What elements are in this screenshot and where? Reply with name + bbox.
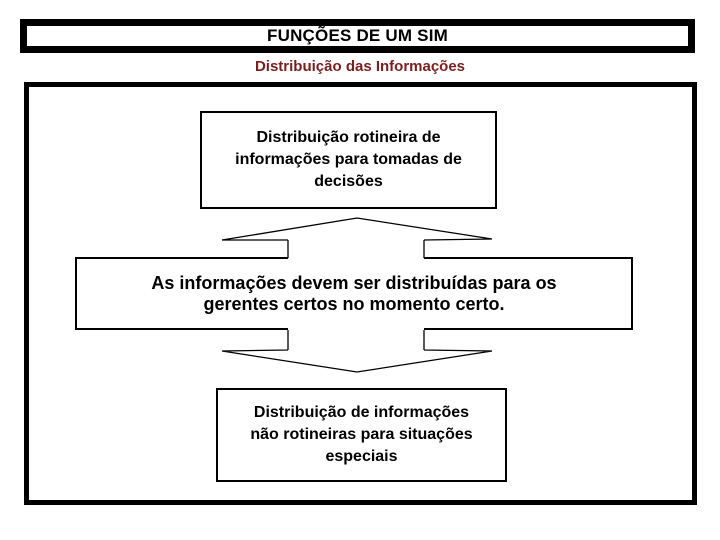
slide-subtitle: Distribuição das Informações <box>254 58 466 75</box>
bottom-box-nonroutine-distribution: Distribuição de informações não rotineir… <box>216 388 507 482</box>
slide-title: FUNÇÕES DE UM SIM <box>267 26 448 45</box>
bottom-box-line: não rotineiras para situações <box>250 426 473 443</box>
middle-box-line: As informações devem ser distribuídas pa… <box>151 272 557 293</box>
title-bar: FUNÇÕES DE UM SIM <box>20 19 695 53</box>
top-box-line: informações para tomadas de <box>235 151 462 168</box>
top-box-line: decisões <box>314 173 383 190</box>
bottom-box-line: Distribuição de informações <box>253 404 470 421</box>
middle-box-distribution-statement: As informações devem ser distribuídas pa… <box>75 257 633 330</box>
top-box-routine-distribution: Distribuição rotineira de informações pa… <box>200 111 497 209</box>
bottom-box-line: especiais <box>325 448 398 465</box>
top-box-line: Distribuição rotineira de <box>256 129 441 146</box>
middle-box-line: gerentes certos no momento certo. <box>203 293 505 314</box>
